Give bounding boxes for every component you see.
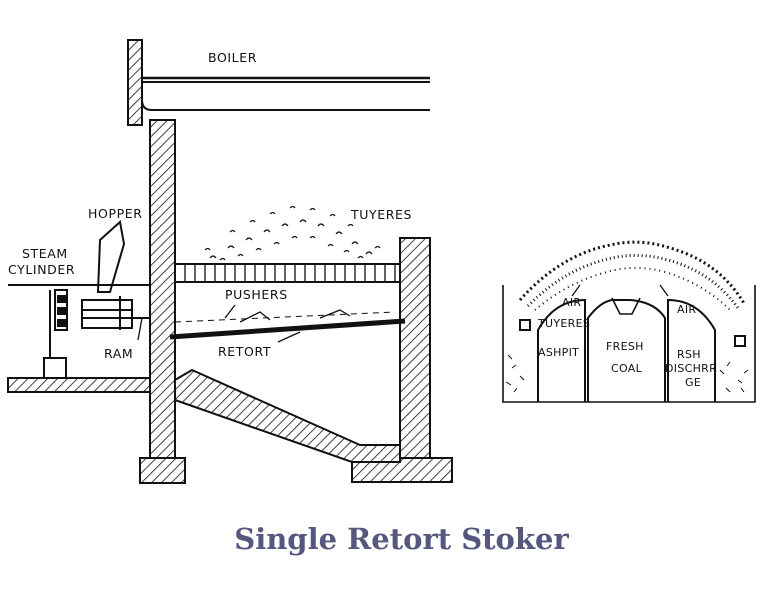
pushers-label: PUSHERS: [225, 287, 288, 302]
hopper: [96, 220, 126, 293]
ash-label: RSH: [677, 348, 701, 361]
air-left-label: AIR: [562, 296, 581, 309]
retort-cup: [611, 297, 641, 315]
rear-wall-footing: [351, 457, 453, 483]
cylinder-label: CYLINDER: [8, 262, 75, 277]
left-arch: [537, 298, 586, 402]
hopper-label: HOPPER: [88, 206, 143, 221]
discharge-end-label: GE: [685, 376, 701, 389]
base-platform: [7, 377, 151, 393]
right-cross-section: [502, 240, 756, 403]
left-tuyere-box: [519, 319, 531, 331]
ash-pile: [505, 354, 749, 393]
ram-label: RAM: [104, 346, 133, 361]
figure-caption: Single Retort Stoker: [234, 522, 569, 556]
left-section-view: [7, 39, 453, 484]
steam-cylinder: [8, 284, 150, 379]
boiler-label: BOILER: [208, 50, 257, 65]
steam-label: STEAM: [22, 246, 68, 261]
boiler: [127, 39, 430, 126]
retort-plate: [169, 318, 406, 340]
ram: [81, 296, 150, 330]
discharge-label: DISCHRR: [665, 362, 717, 375]
fuel-bed: [518, 240, 747, 313]
coal-label: COAL: [611, 362, 643, 375]
tuyeres-right-label: TUYERES: [537, 317, 590, 330]
tuyeres-label: TUYERES: [350, 207, 412, 222]
front-wall: [149, 119, 176, 481]
ashpit-label: ASHPIT: [538, 346, 579, 359]
retort-label: RETORT: [218, 344, 271, 359]
fresh-label: FRESH: [606, 340, 644, 353]
centre-retort: [587, 299, 666, 402]
coal-heap: [204, 205, 381, 261]
air-right-label: AIR: [677, 303, 696, 316]
right-arch: [667, 298, 716, 402]
ash-channel: [174, 368, 401, 463]
cylinder-support: [43, 357, 67, 379]
wall-footing: [139, 457, 186, 484]
rear-wall: [399, 237, 431, 481]
right-tuyere-box: [734, 335, 746, 347]
tuyere-bricks: [174, 263, 401, 283]
